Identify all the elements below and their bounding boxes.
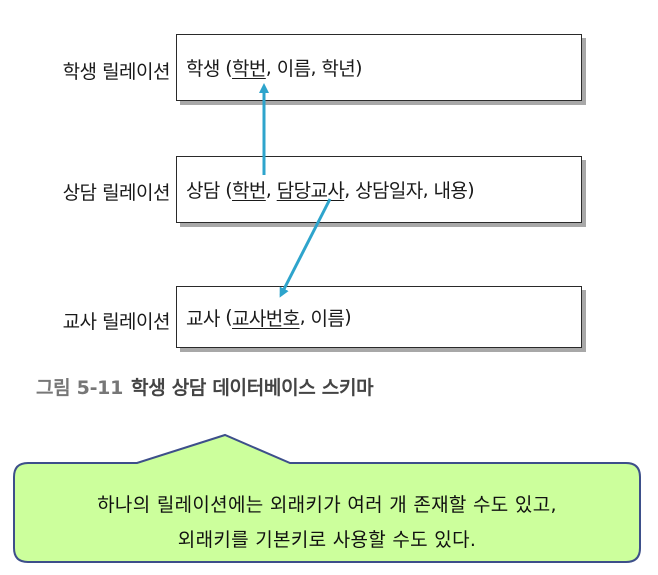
figure-number: 그림 5-11	[36, 377, 124, 399]
relation-schema-counseling: 상담 (학번, 담당교사, 상담일자, 내용)	[186, 157, 475, 222]
relation-label-student: 학생 릴레이션	[62, 61, 171, 83]
callout-line-1: 하나의 릴레이션에는 외래키가 여러 개 존재할 수도 있고,	[97, 494, 557, 516]
attribute-primary-key: 학번	[232, 58, 266, 80]
relation-box-student: 학생 (학번, 이름, 학년)	[176, 34, 582, 101]
relation-name: 교사	[186, 307, 220, 330]
relation-box-teacher: 교사 (교사번호, 이름)	[176, 286, 582, 348]
attribute: 이름	[276, 58, 311, 80]
arrow-fk-teacher-id	[279, 198, 332, 298]
attribute: 학년	[321, 58, 356, 80]
figure-title: 학생 상담 데이터베이스 스키마	[131, 377, 374, 399]
relation-name: 학생	[186, 58, 220, 80]
attribute: 이름	[310, 307, 345, 330]
callout-line-2: 외래키를 기본키로 사용할 수도 있다.	[177, 529, 477, 551]
figure-caption: 그림 5-11 학생 상담 데이터베이스 스키마	[36, 376, 374, 400]
callout-bubble-shape	[13, 433, 641, 563]
relation-box-counseling: 상담 (학번, 담당교사, 상담일자, 내용)	[176, 156, 582, 223]
relation-label-counseling: 상담 릴레이션	[62, 182, 171, 204]
relation-schema-student: 학생 (학번, 이름, 학년)	[186, 35, 363, 100]
relation-name: 상담	[186, 180, 220, 202]
relation-label-teacher: 교사 릴레이션	[62, 311, 171, 333]
relation-schema-teacher: 교사 (교사번호, 이름)	[186, 287, 352, 347]
attribute-primary-key: 학번	[232, 180, 266, 202]
attribute: 상담일자	[355, 180, 423, 202]
attribute-primary-key: 교사번호	[232, 307, 300, 330]
attribute: 내용	[433, 180, 468, 202]
attribute-primary-key: 담당교사	[276, 180, 345, 202]
callout-text: 하나의 릴레이션에는 외래키가 여러 개 존재할 수도 있고, 외래키를 기본키…	[12, 488, 642, 558]
